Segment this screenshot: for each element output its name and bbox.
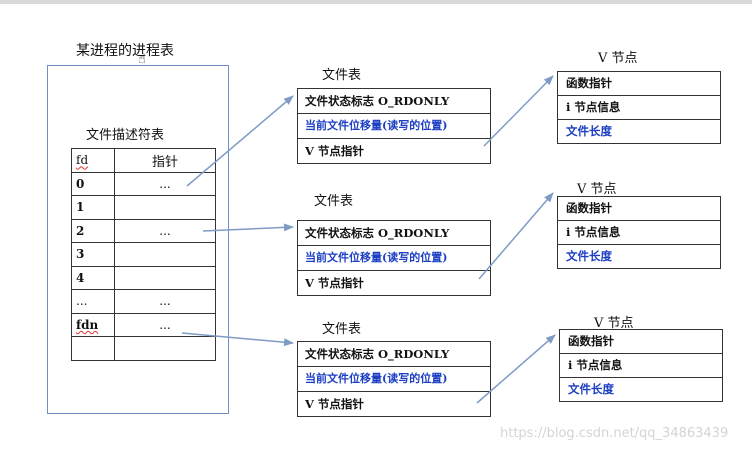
- vnode-1: 函数指针 i 节点信息 文件长度: [557, 71, 721, 144]
- vnode-pointer-row: V 节点指针: [305, 397, 364, 411]
- pointer-header: 指针: [114, 148, 216, 173]
- function-pointer-row: 函数指针: [558, 72, 720, 96]
- vnode-1-title: V 节点: [598, 51, 638, 66]
- table-row: 4: [71, 265, 216, 290]
- pointer-cell: ...: [114, 312, 216, 337]
- fd-table: fd 指针 0... 1 2... 3 4 ...... fdn...: [71, 148, 216, 361]
- file-length-row: 文件长度: [568, 382, 614, 396]
- process-table-title: 某进程的进程表: [76, 43, 174, 59]
- table-row: ......: [71, 289, 216, 314]
- fd-table-title: 文件描述符表: [86, 128, 165, 143]
- pointer-cell: [114, 336, 216, 361]
- fd-cell: 1: [71, 195, 115, 220]
- fd-cell: fdn: [71, 312, 115, 337]
- arrow-file-table-3-to-vnode-3: [476, 334, 556, 404]
- file-status-flag-row: 文件状态标志 O_RDONLY: [298, 89, 490, 114]
- file-table-3-title: 文件表: [322, 322, 362, 337]
- pointer-cell: ...: [114, 289, 216, 314]
- top-bar: [0, 0, 752, 4]
- arrow-fd0-to-file-table-1: [186, 95, 294, 187]
- vnode-2: 函数指针 i 节点信息 文件长度: [557, 196, 721, 269]
- pointer-cell: [114, 242, 216, 267]
- fd-table-header: fd 指针: [71, 148, 216, 173]
- fd-cell: ...: [71, 289, 115, 314]
- file-table-3: 文件状态标志 O_RDONLY 当前文件位移量(读写的位置) V 节点指针: [297, 341, 491, 417]
- file-table-2-title: 文件表: [314, 194, 354, 209]
- arrow-file-table-1-to-vnode-1: [483, 75, 554, 147]
- vnode-pointer-row: V 节点指针: [305, 276, 364, 290]
- table-row: fdn...: [71, 312, 216, 337]
- inode-info-row: i 节点信息: [560, 354, 722, 378]
- arrow-file-table-2-to-vnode-2: [478, 192, 554, 280]
- inode-info-row: i 节点信息: [558, 96, 720, 120]
- file-status-flag-row: 文件状态标志 O_RDONLY: [298, 221, 490, 246]
- file-offset-row: 当前文件位移量(读写的位置): [298, 114, 490, 139]
- fd-cell: 3: [71, 242, 115, 267]
- pointer-cell: [114, 265, 216, 290]
- file-table-1: 文件状态标志 O_RDONLY 当前文件位移量(读写的位置) V 节点指针: [297, 88, 491, 164]
- file-length-row: 文件长度: [566, 124, 612, 138]
- table-row: 1: [71, 195, 216, 220]
- file-offset-row: 当前文件位移量(读写的位置): [298, 246, 490, 271]
- file-offset-row: 当前文件位移量(读写的位置): [298, 367, 490, 392]
- vnode-pointer-row: V 节点指针: [305, 144, 364, 158]
- table-row: [71, 336, 216, 361]
- file-table-1-title: 文件表: [322, 68, 362, 83]
- vnode-3-title: V 节点: [594, 316, 634, 331]
- watermark: https://blog.csdn.net/qq_34863439: [500, 426, 729, 441]
- process-table-frame: [47, 65, 229, 414]
- vnode-2-title: V 节点: [577, 182, 617, 197]
- file-status-flag-row: 文件状态标志 O_RDONLY: [298, 342, 490, 367]
- function-pointer-row: 函数指针: [558, 197, 720, 221]
- fd-cell: 4: [71, 265, 115, 290]
- vnode-3: 函数指针 i 节点信息 文件长度: [559, 329, 723, 402]
- inode-info-row: i 节点信息: [558, 221, 720, 245]
- function-pointer-row: 函数指针: [560, 330, 722, 354]
- table-row: 3: [71, 242, 216, 267]
- arrow-fd2-to-file-table-2: [202, 223, 294, 232]
- file-length-row: 文件长度: [566, 249, 612, 263]
- hand-cursor-icon: ☝: [138, 52, 146, 67]
- file-table-2: 文件状态标志 O_RDONLY 当前文件位移量(读写的位置) V 节点指针: [297, 220, 491, 296]
- arrow-fdn-to-file-table-3: [181, 332, 294, 347]
